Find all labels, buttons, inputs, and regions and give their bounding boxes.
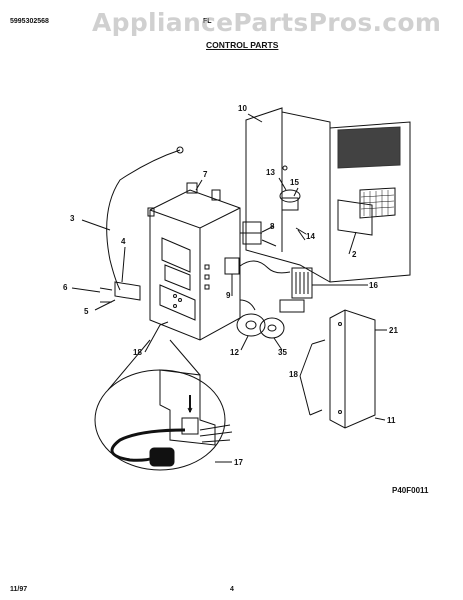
- callout-35: 35: [278, 348, 287, 357]
- callout-7: 7: [203, 170, 208, 179]
- callout-16: 16: [369, 281, 378, 290]
- back-panel-shape: [245, 107, 411, 283]
- callout-4: 4: [121, 237, 126, 246]
- cover-plate-shape: [329, 309, 376, 429]
- callout-17: 17: [234, 458, 243, 467]
- callout-5: 5: [84, 307, 89, 316]
- callout-14: 14: [306, 232, 315, 241]
- callout-12: 12: [230, 348, 239, 357]
- callout-13: 13: [266, 168, 275, 177]
- callout-11: 11: [387, 416, 396, 425]
- model-label: FL: [203, 18, 212, 25]
- watermark: AppliancePartsPros.com: [92, 8, 442, 37]
- callout-21: 21: [389, 326, 398, 335]
- callout-9: 9: [226, 291, 231, 300]
- callout-6: 6: [63, 283, 68, 292]
- footer-page-number: 4: [230, 586, 234, 593]
- callout-3: 3: [70, 214, 75, 223]
- section-title: CONTROL PARTS: [206, 40, 279, 50]
- footer-date: 11/97: [10, 586, 28, 593]
- callout-18-upper: 18: [133, 348, 142, 357]
- callout-18-lower: 18: [289, 370, 298, 379]
- figure-code: P40F0011: [392, 486, 429, 495]
- callout-8: 8: [270, 222, 275, 231]
- callout-15: 15: [290, 178, 299, 187]
- callout-10: 10: [238, 104, 247, 113]
- callout-2: 2: [352, 250, 357, 259]
- doc-number: 5995302568: [10, 18, 49, 25]
